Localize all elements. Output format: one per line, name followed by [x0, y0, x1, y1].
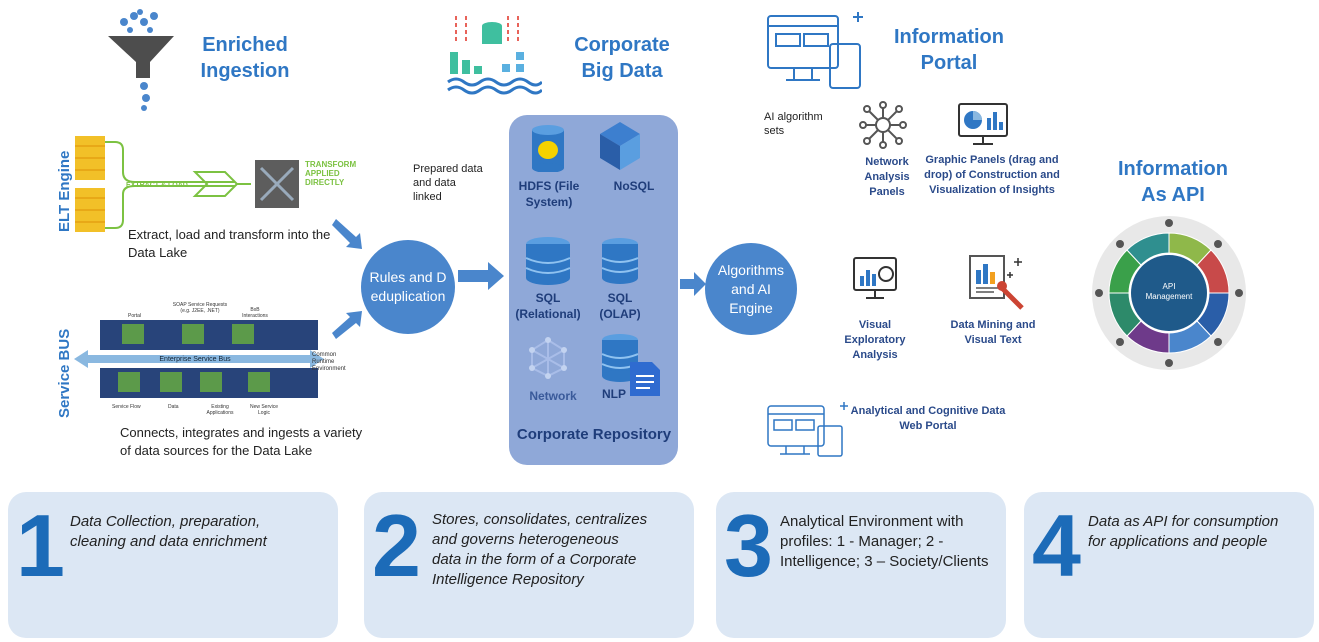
section-title-api: Information As API — [1118, 158, 1228, 206]
web-portal-devices-icon — [767, 402, 848, 457]
ai-engine-label: Algorithms and AI Engine — [717, 261, 785, 316]
visual-exploratory-label: Visual Exploratory Analysis — [844, 319, 906, 361]
nosql-icon — [600, 122, 640, 170]
bus-bottom-label: New Service Logic — [249, 404, 279, 416]
bus-top-label: SOAP Service Requests (e.g. J2EE, .NET) — [172, 302, 228, 314]
bus-bottom-label: Service Flow — [112, 404, 141, 410]
bus-top-label: Portal — [128, 313, 142, 319]
step-text-3: Analytical Environment with profiles: 1 … — [780, 513, 989, 570]
bus-runtime-label: Common Runtime Environment — [312, 352, 346, 372]
ai-engine-circle: Algorithms and AI Engine — [705, 243, 797, 335]
api-management-wheel — [1092, 216, 1246, 370]
nlp-icon — [601, 334, 660, 396]
bus-caption: Connects, integrates and ingests a varie… — [120, 425, 363, 458]
network-icon — [529, 337, 567, 379]
sql-relational-label: SQL (Relational) — [515, 291, 581, 321]
api-wheel-center-label: API Management — [1145, 282, 1193, 301]
web-portal-label: Analytical and Cognitive Data Web Portal — [850, 405, 1006, 432]
sql-relational-icon — [525, 237, 571, 285]
big-data-icon — [447, 16, 542, 95]
data-mining-label: Data Mining and Visual Text — [950, 319, 1036, 346]
step-card-4 — [1024, 492, 1314, 638]
step-card-3 — [716, 492, 1006, 638]
bus-bottom-label: Existing Applications — [206, 404, 234, 416]
elt-diagram — [75, 136, 299, 232]
step-number-3: 3 — [724, 496, 773, 595]
graphic-panels-icon — [958, 103, 1008, 145]
corporate-repository-panel — [509, 115, 678, 465]
network-panels-label: Network Analysis Panels — [864, 156, 910, 198]
data-mining-icon — [969, 255, 1024, 310]
extract-load-label: EXTRACT & LOAD — [126, 182, 188, 189]
network-label: Network — [529, 389, 577, 403]
nosql-label: NoSQL — [613, 179, 655, 193]
step-text-4: Data as API for consumption for applicat… — [1088, 513, 1279, 550]
graphic-panels-label: Graphic Panels (drag and drop) of Constr… — [924, 154, 1060, 196]
section-title-ingestion: Enriched Ingestion — [200, 34, 290, 82]
hdfs-label: HDFS (File System) — [518, 179, 580, 209]
step-number-2: 2 — [372, 496, 421, 595]
section-title-bigdata: Corporate Big Data — [574, 34, 670, 82]
repository-title: Corporate Repository — [516, 426, 672, 443]
step-card-1 — [8, 492, 338, 638]
funnel-icon — [108, 9, 174, 111]
rules-deduplication-circle: Rules and Deduplication — [361, 240, 455, 334]
bus-bottom-label: Data — [168, 404, 179, 410]
arrows-ingest — [332, 219, 362, 339]
bus-top-label: BxB Interactions — [242, 307, 268, 319]
ai-sets-label: AI algorithm sets — [764, 111, 823, 137]
step-card-2 — [364, 492, 694, 638]
enterprise-service-bus-diagram — [74, 320, 324, 398]
transform-label: TRANSFORM APPLIED DIRECTLY — [305, 160, 357, 187]
hdfs-icon — [532, 125, 564, 172]
prepared-note: Prepared data and data linked — [413, 163, 483, 203]
step-number-1: 1 — [16, 496, 65, 595]
arrow-to-repo — [458, 262, 504, 290]
visual-exploratory-icon — [853, 257, 897, 299]
sql-olap-icon — [601, 238, 639, 284]
portal-devices-icon — [767, 12, 863, 89]
step-text-2: Stores, consolidates, centralizes and go… — [432, 511, 648, 588]
network-analysis-icon — [859, 101, 907, 149]
bus-center-label: Enterprise Service Bus — [159, 356, 231, 363]
step-text-1: Data Collection, preparation, cleaning a… — [70, 513, 267, 550]
elt-engine-label: ELT Engine — [56, 150, 73, 232]
step-number-4: 4 — [1032, 496, 1081, 595]
arrow-to-ai — [680, 272, 706, 296]
elt-caption: Extract, load and transform into the Dat… — [128, 227, 331, 260]
rules-deduplication-label: Rules and Deduplication — [369, 269, 447, 304]
nlp-label: NLP — [602, 387, 626, 401]
section-title-portal: Information Portal — [894, 26, 1004, 74]
sql-olap-label: SQL (OLAP) — [599, 291, 641, 321]
